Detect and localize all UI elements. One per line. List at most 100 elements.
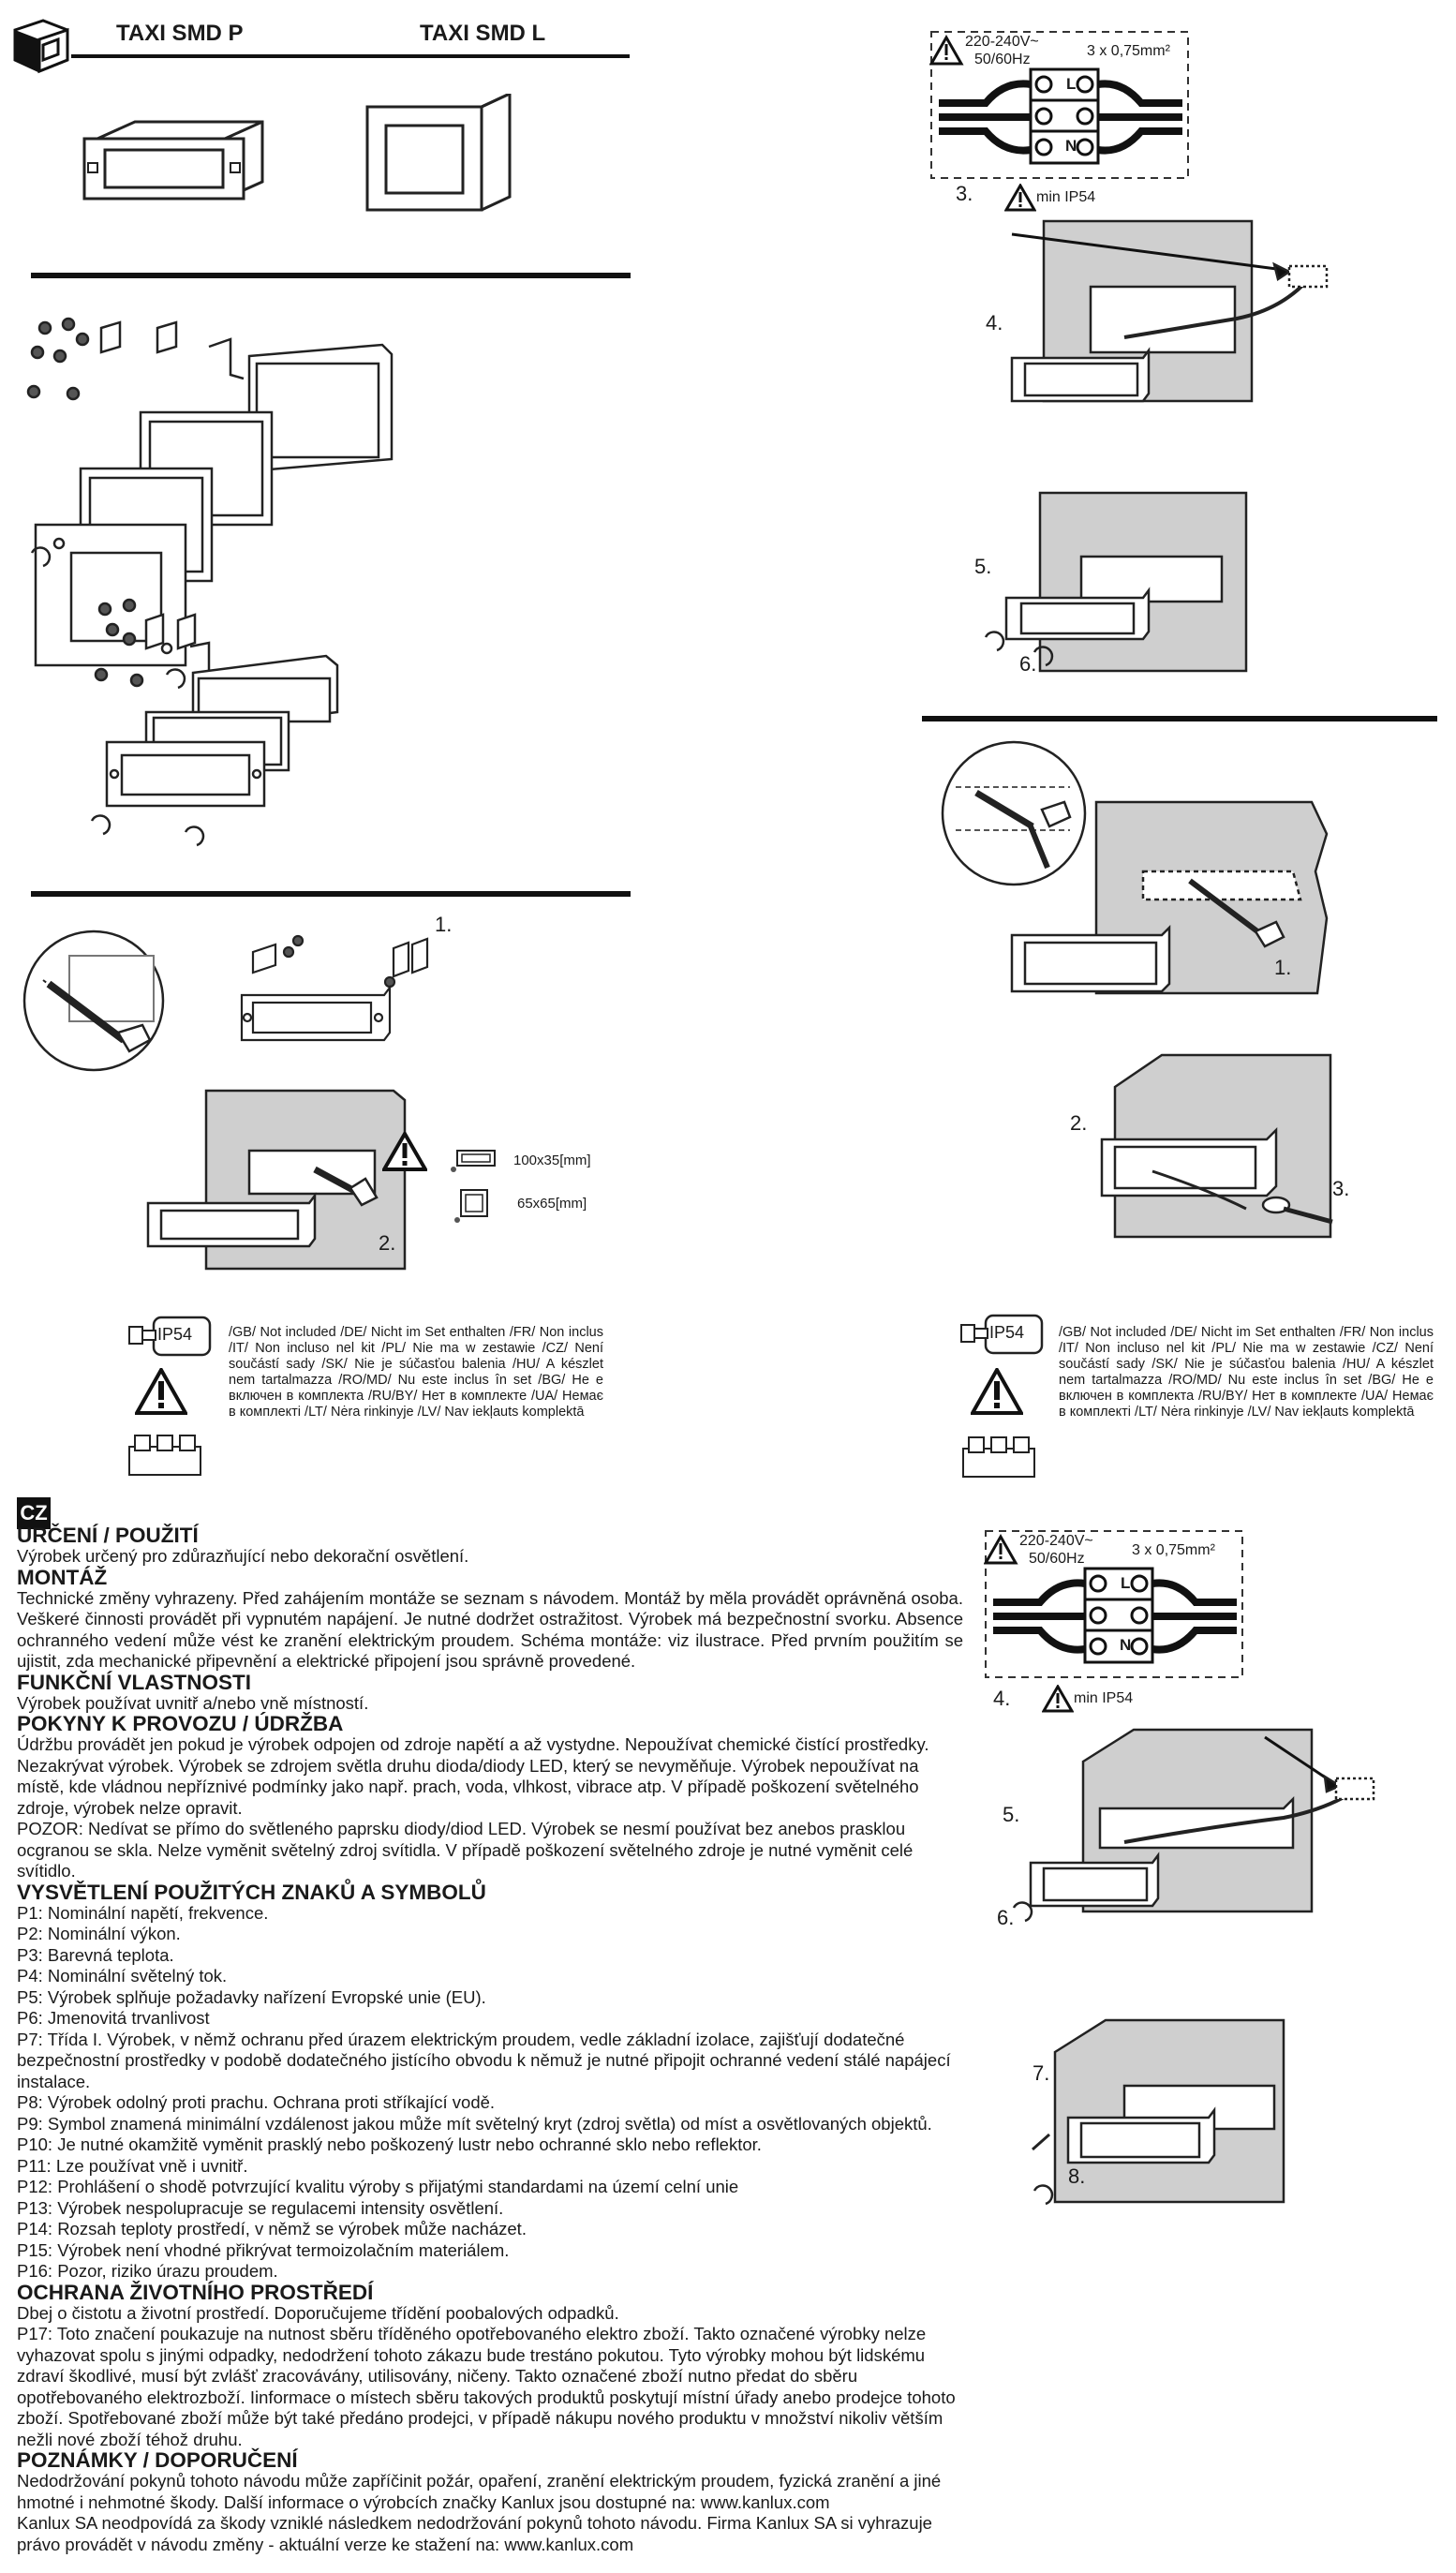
cutout-p-icon: [451, 1150, 496, 1172]
product-p-illustration: [82, 120, 264, 201]
symbol-line: P6: Jmenovitá trvanlivost: [17, 2008, 210, 2028]
wiring-frequency: 50/60Hz: [974, 52, 1031, 67]
section-environment: OCHRANA ŽIVOTNÍHO PROSTŘEDÍ Dbej o čisto…: [17, 2280, 963, 2451]
final-fixture-diagram: [1032, 2018, 1285, 2206]
section-rule-2: [31, 891, 631, 897]
not-included-note: /GB/ Not included /DE/ Nicht im Set enth…: [229, 1325, 603, 1420]
model-l-title: TAXI SMD L: [420, 21, 546, 46]
step-label: 6.: [997, 1906, 1015, 1929]
step-label: 5.: [1003, 1803, 1020, 1826]
section-notes: POZNÁMKY / DOPORUČENÍ Nedodržování pokyn…: [17, 2448, 963, 2555]
chisel-detail-circle-illustration: [941, 740, 1087, 886]
language-badge: CZ: [17, 1497, 51, 1529]
terminal-n-label: N: [1065, 137, 1077, 155]
section-text: Kanlux SA neodpovídá za škody vzniklé ná…: [17, 2513, 932, 2554]
section-text: Technické změny vyhrazeny. Před zahájení…: [17, 1587, 963, 1672]
step-label: 5.: [974, 555, 992, 578]
terminal-n-label: N: [1120, 1636, 1132, 1654]
step-label: 3.: [956, 182, 973, 205]
assembly-exploded-diagram: [26, 317, 394, 847]
manual-text: URČENÍ / POUŽITÍ Výrobek určený pro zdůr…: [17, 1524, 963, 2555]
wiring-frequency: 50/60Hz: [1029, 1551, 1085, 1567]
section-text: P17: Toto značení poukazuje na nutnost s…: [17, 2324, 956, 2449]
ip54-junction-box-icon: [960, 1314, 1044, 1355]
model-p-title: TAXI SMD P: [116, 21, 244, 46]
warning-triangle-icon: [382, 1132, 427, 1171]
terminal-l-label: L: [1066, 75, 1077, 93]
section-title: POZNÁMKY / DOPORUČENÍ: [17, 2448, 298, 2472]
symbol-line: P11: Lze používat vně i uvnitř.: [17, 2155, 248, 2176]
section-rule-1: [31, 273, 631, 278]
section-title: URČENÍ / POUŽITÍ: [17, 1524, 199, 1547]
step-label: 2.: [379, 1231, 396, 1255]
section-title: OCHRANA ŽIVOTNÍHO PROSTŘEDÍ: [17, 2280, 374, 2304]
not-included-note: /GB/ Not included /DE/ Nicht im Set enth…: [1059, 1325, 1434, 1420]
symbol-line: P1: Nominální napětí, frekvence.: [17, 1902, 269, 1923]
min-ip-label: min IP54: [1074, 1690, 1134, 1706]
section-title: FUNKČNÍ VLASTNOSTI: [17, 1670, 251, 1694]
section-title: VYSVĚTLENÍ POUŽITÝCH ZNAKŮ A SYMBOLŮ: [17, 1880, 486, 1904]
saw-cutting-circle-illustration: [22, 930, 165, 1072]
terminal-block-icon: [128, 1435, 201, 1476]
wiring-diagram-bottom: [984, 1530, 1243, 1678]
ip54-junction-box-icon: [128, 1316, 212, 1357]
section-text: POZOR: Nedívat se přímo do světleného pa…: [17, 1819, 914, 1881]
section-text: Údržbu provádět jen pokud je výrobek odp…: [17, 1734, 929, 1818]
section-maintenance: POKYNY K PROVOZU / ÚDRŽBA Údržbu provádě…: [17, 1712, 963, 1882]
wiring-voltage: 220-240V~: [965, 34, 1039, 50]
ip54-badge: IP54: [989, 1323, 1025, 1342]
step-label: 6.: [1019, 652, 1037, 676]
wall-box-install-diagram: [1100, 1053, 1333, 1239]
symbol-line: P14: Rozsah teploty prostředí, v němž se…: [17, 2219, 527, 2238]
manual-cube-icon: [13, 19, 69, 74]
section-title: POKYNY K PROVOZU / ÚDRŽBA: [17, 1712, 344, 1735]
section-text: Výrobek používat uvnitř a/nebo vně místn…: [17, 1692, 369, 1713]
fixture-mounting-diagram: [240, 934, 429, 1042]
symbol-line: P4: Nominální světelný tok.: [17, 1966, 228, 1986]
symbol-line: P3: Barevná teplota.: [17, 1944, 174, 1965]
section-text: Dbej o čistotu a životní prostředí. Dopo…: [17, 2302, 619, 2323]
fixture-insert-diagram: [984, 491, 1248, 673]
wall-chisel-diagram: [1010, 800, 1329, 995]
section-rule-3: [922, 716, 1437, 721]
symbol-line: P16: Pozor, riziko úrazu proudem.: [17, 2261, 278, 2281]
symbol-line: P9: Symbol znamená minimální vzdálenost …: [17, 2113, 932, 2134]
header-rule: [71, 54, 630, 58]
section-usage: URČENÍ / POUŽITÍ Výrobek určený pro zdůr…: [17, 1524, 963, 1568]
ip54-badge: IP54: [157, 1325, 193, 1344]
symbol-line: P5: Výrobek splňuje požadavky nařízení E…: [17, 1986, 486, 2007]
symbol-line: P2: Nominální výkon.: [17, 1924, 181, 1943]
terminal-l-label: L: [1121, 1574, 1131, 1592]
step-label: 2.: [1070, 1111, 1088, 1135]
step-label: 7.: [1033, 2061, 1050, 2085]
step-label: 4.: [986, 311, 1003, 335]
section-text: Nedodržování pokynů tohoto návodu může z…: [17, 2471, 942, 2512]
min-ip-label: min IP54: [1036, 189, 1096, 205]
section-features: FUNKČNÍ VLASTNOSTI Výrobek používat uvni…: [17, 1670, 963, 1715]
wiring-voltage: 220-240V~: [1019, 1533, 1093, 1549]
symbol-line: P10: Je nutné okamžitě vyměnit prasklý n…: [17, 2134, 762, 2154]
warning-triangle-icon: [135, 1368, 187, 1415]
warning-triangle-icon: [971, 1368, 1023, 1415]
terminal-block-icon: [962, 1436, 1035, 1478]
step-label: 1.: [1274, 956, 1292, 979]
symbol-line: P8: Výrobek odolný proti prachu. Ochrana…: [17, 2092, 496, 2112]
step-label: 1.: [435, 913, 453, 936]
wall-wiring-install-diagram: [1012, 1728, 1375, 1923]
cutout-l-icon: [454, 1189, 488, 1223]
warning-triangle-icon: [1004, 184, 1036, 212]
wall-wiring-diagram: [1010, 219, 1329, 403]
symbol-line: P12: Prohlášení o shodě potvrzující kval…: [17, 2177, 739, 2196]
symbol-line: P7: Třída I. Výrobek, v němž ochranu pře…: [17, 2029, 951, 2091]
section-title: MONTÁŽ: [17, 1565, 108, 1589]
wiring-diagram-top: [929, 31, 1189, 179]
cutout-p-size: 100x35[mm]: [513, 1153, 591, 1168]
step-label: 8.: [1068, 2164, 1086, 2188]
product-l-illustration: [365, 94, 512, 212]
section-symbols: VYSVĚTLENÍ POUŽITÝCH ZNAKŮ A SYMBOLŮ P1:…: [17, 1880, 963, 2283]
step-label: 3.: [1332, 1177, 1350, 1200]
wiring-cable: 3 x 0,75mm²: [1132, 1542, 1215, 1558]
warning-triangle-icon: [1042, 1685, 1074, 1713]
wall-cutout-diagram: [146, 1089, 407, 1271]
symbol-line: P13: Výrobek nespolupracuje se regulacem…: [17, 2197, 504, 2218]
